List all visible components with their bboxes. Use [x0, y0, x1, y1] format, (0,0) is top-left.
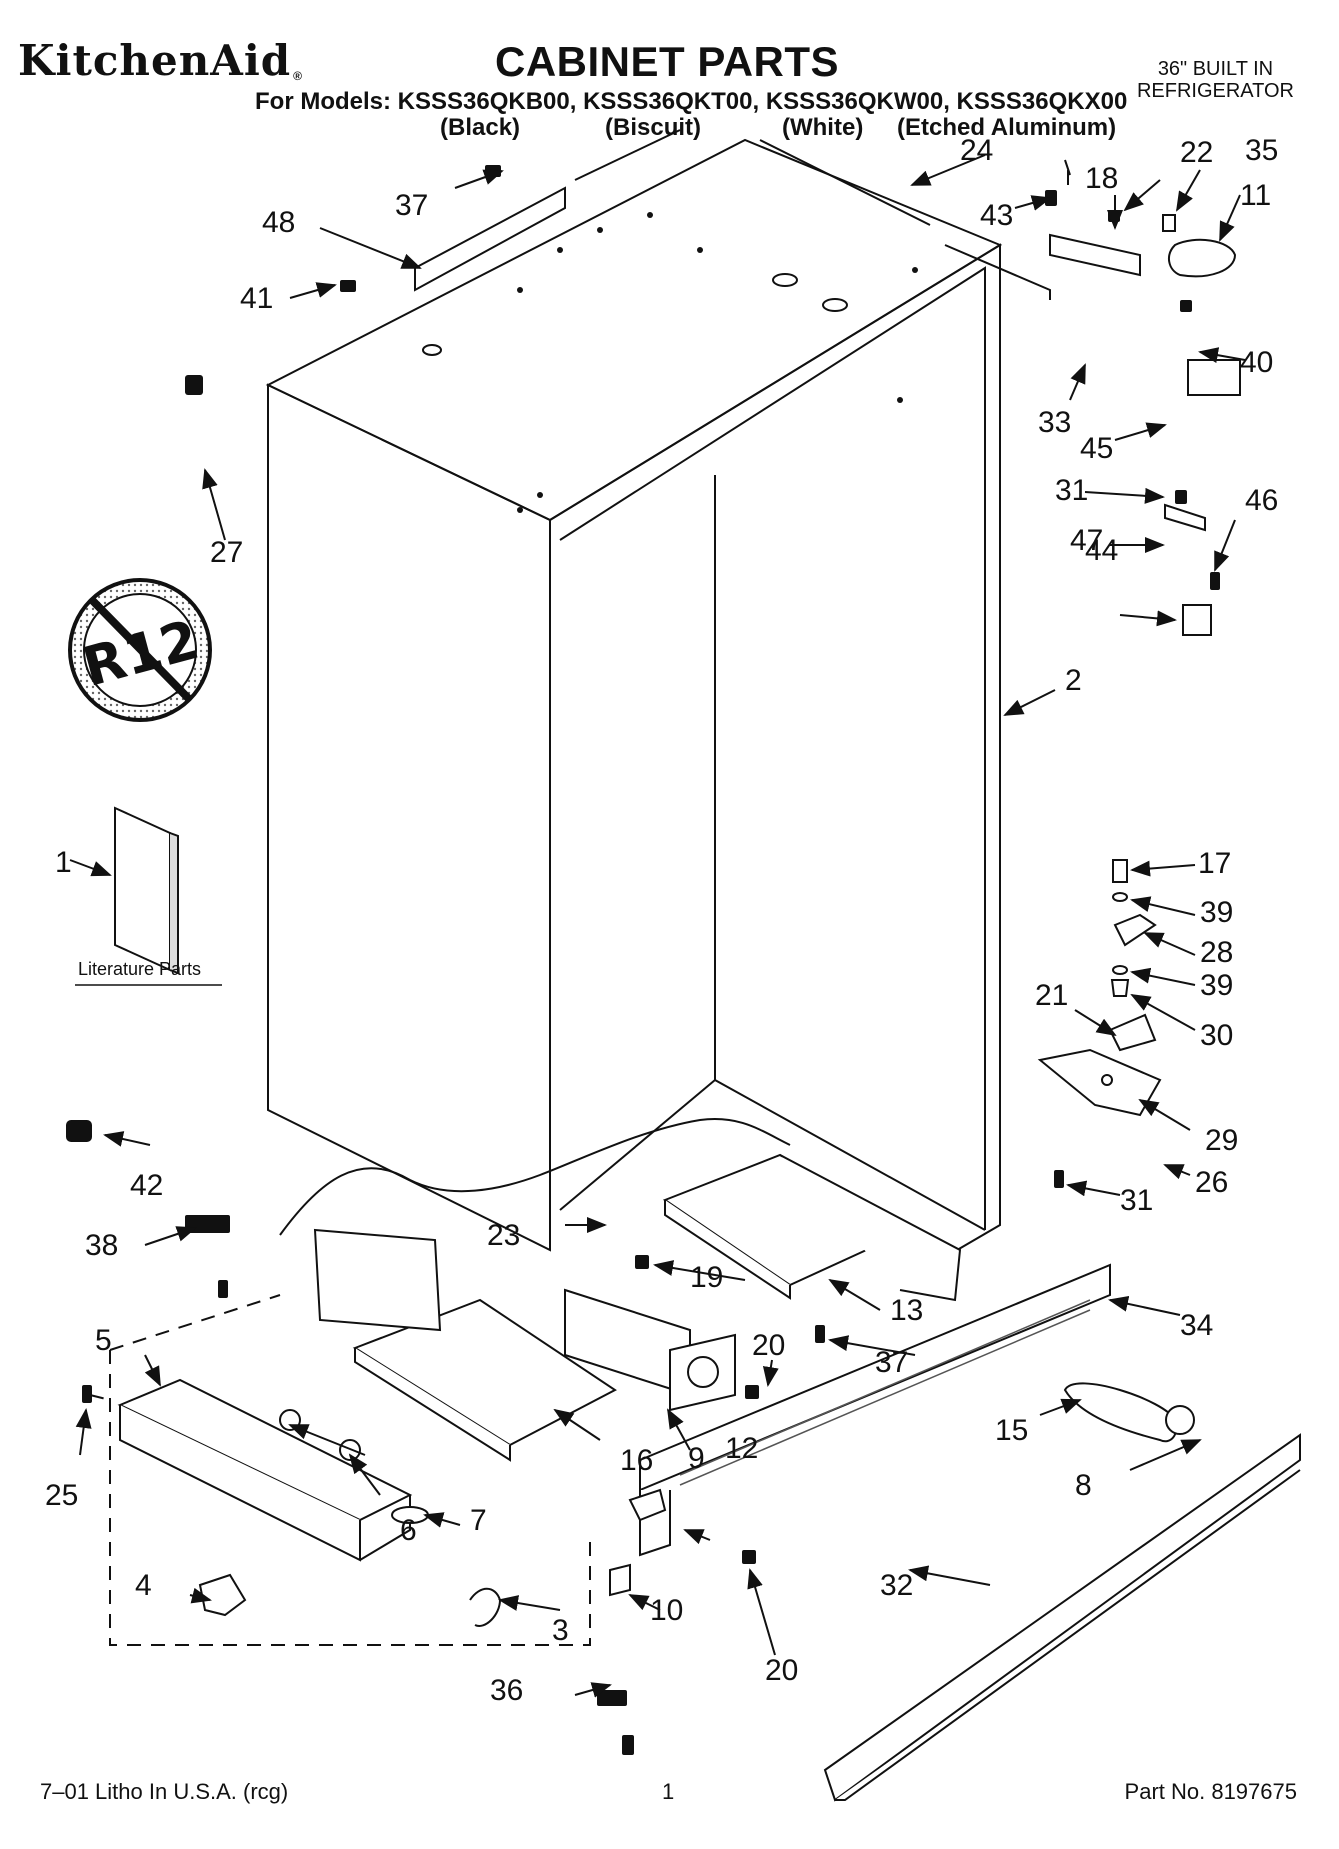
callout-23: 23 [487, 1219, 520, 1252]
callout-26: 26 [1195, 1166, 1228, 1199]
callout-35: 35 [1245, 134, 1278, 167]
callout-31-upper: 31 [1055, 474, 1088, 507]
grille-slots [679, 1299, 1091, 1486]
callout-1: 1 [55, 846, 72, 879]
callout-43: 43 [980, 199, 1013, 232]
variant-white: (White) [782, 114, 864, 141]
callout-29: 29 [1205, 1124, 1238, 1157]
callout-17: 17 [1198, 847, 1231, 880]
literature-parts-label: Literature Parts [78, 959, 201, 979]
product-subtitle: 36" BUILT IN REFRIGERATOR [1137, 58, 1294, 102]
subtitle-line-2: REFRIGERATOR [1136, 80, 1294, 102]
callout-21: 21 [1035, 979, 1068, 1012]
callout-45: 45 [1080, 432, 1113, 465]
callout-8: 8 [1075, 1469, 1092, 1502]
part-number: Part No. 8197675 [1124, 1779, 1297, 1804]
upper-hinge-assembly [1049, 159, 1241, 636]
callout-13: 13 [890, 1294, 923, 1327]
callout-36: 36 [490, 1674, 523, 1707]
callout-42: 42 [130, 1169, 163, 1202]
cabinet-body [265, 129, 1051, 1261]
callout-37-upper: 37 [395, 189, 428, 222]
callout-2: 2 [1065, 664, 1082, 697]
callout-48: 48 [262, 206, 295, 239]
callout-39-lower: 39 [1200, 969, 1233, 1002]
cabinet-top-features [422, 212, 918, 513]
variant-biscuit: (Biscuit) [605, 114, 701, 141]
callout-22: 22 [1180, 136, 1213, 169]
literature-booklet: Literature Parts [75, 806, 222, 986]
callout-28: 28 [1200, 936, 1233, 969]
callout-11: 11 [1240, 179, 1271, 212]
callout-15: 15 [995, 1414, 1028, 1447]
callout-18: 18 [1085, 162, 1118, 195]
callout-25: 25 [45, 1479, 78, 1512]
callout-47: 47 [1070, 524, 1103, 557]
page-title: CABINET PARTS [495, 38, 840, 85]
callout-5: 5 [95, 1324, 112, 1357]
lower-hinge-assembly [1037, 859, 1162, 1117]
callout-40: 40 [1240, 346, 1273, 379]
page-number: 1 [662, 1779, 675, 1804]
no-r12-symbol: R12 [68, 578, 212, 722]
callout-32: 32 [880, 1569, 913, 1602]
variant-black: (Black) [440, 114, 521, 141]
callout-3: 3 [552, 1614, 569, 1647]
base-rail [117, 1378, 667, 1627]
models-line: For Models: KSSS36QKB00, KSSS36QKT00, KS… [255, 88, 1128, 115]
toe-grille [639, 1263, 1301, 1802]
callout-27: 27 [210, 536, 243, 569]
variant-etched-aluminum: (Etched Aluminum) [897, 114, 1117, 141]
brand-registered-mark: ® [293, 69, 303, 83]
dashed-frame [89, 1294, 591, 1646]
callout-7: 7 [470, 1504, 487, 1537]
callout-30: 30 [1200, 1019, 1233, 1052]
print-info: 7–01 Litho In U.S.A. (rcg) [40, 1779, 289, 1804]
callout-34: 34 [1180, 1309, 1213, 1342]
callout-numbers: 1 2 3 4 5 6 7 8 9 10 11 12 13 15 16 17 1… [45, 134, 1278, 1707]
callout-31-lower: 31 [1120, 1184, 1153, 1217]
callout-24: 24 [960, 134, 993, 167]
callout-33: 33 [1038, 406, 1071, 439]
callout-12: 12 [725, 1432, 758, 1465]
callout-39-upper: 39 [1200, 896, 1233, 929]
callout-44: 44 [1085, 534, 1118, 567]
callout-4: 4 [135, 1569, 152, 1602]
callout-20-lower: 20 [765, 1654, 798, 1687]
callout-10: 10 [650, 1594, 683, 1627]
subtitle-line-1: 36" BUILT IN [1157, 58, 1274, 80]
callout-37-lower: 37 [875, 1346, 908, 1379]
machine-compartment [313, 1153, 1195, 1462]
callout-16: 16 [620, 1444, 653, 1477]
callout-9: 9 [688, 1442, 705, 1475]
brand-name: KitchenAid [18, 36, 292, 85]
callout-38: 38 [85, 1229, 118, 1262]
callout-41: 41 [240, 282, 273, 315]
callout-19: 19 [690, 1261, 723, 1294]
callout-46: 46 [1245, 484, 1278, 517]
callout-6: 6 [400, 1514, 417, 1547]
leader-arrows [69, 154, 1246, 1698]
brand-logo: KitchenAid® [18, 40, 303, 83]
callout-20-upper: 20 [752, 1329, 785, 1362]
